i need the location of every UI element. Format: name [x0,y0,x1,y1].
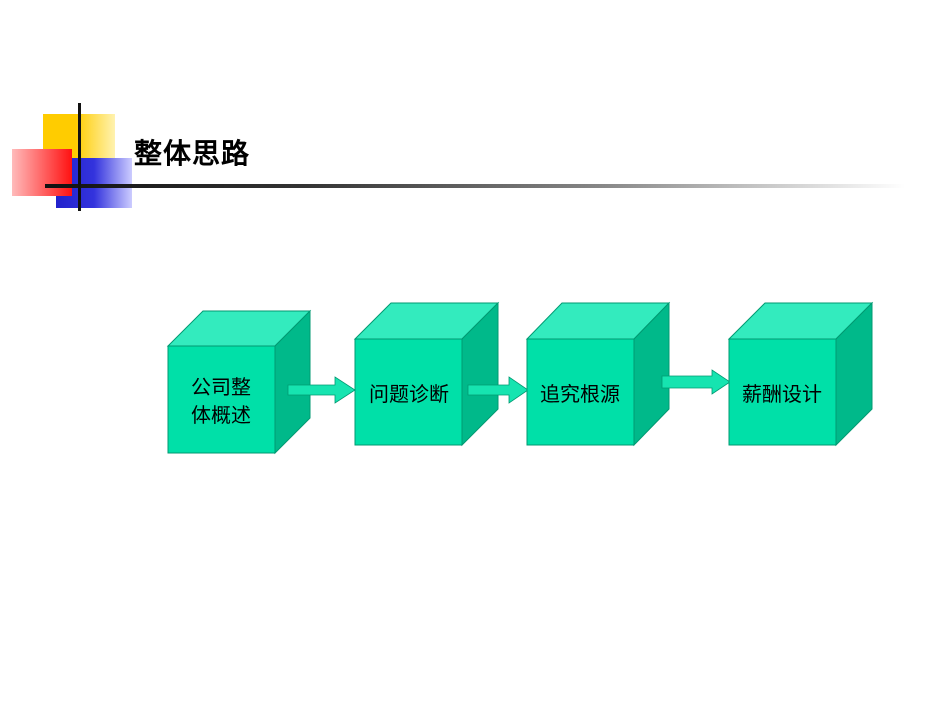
step-box-3-front [526,338,635,446]
flow-arrow-2 [467,376,529,404]
step-box-1-label-line-1: 公司整 [191,375,251,399]
flow-arrow-1 [287,376,356,404]
step-box-1-label-line-2: 体概述 [191,403,251,427]
title-underline [45,184,905,188]
step-box-1-front [167,345,276,454]
step-box-4-front [728,338,837,446]
step-box-2-front [354,338,463,446]
step-box-1: 公司整 体概述 [166,309,312,455]
step-box-3-label: 追究根源 [540,382,620,406]
step-box-4-label: 薪酬设计 [742,382,822,406]
step-box-2: 问题诊断 [353,301,500,447]
step-box-4: 薪酬设计 [727,301,874,447]
logo-red-square [12,149,72,196]
step-box-2-label: 问题诊断 [369,382,449,406]
step-box-3: 追究根源 [525,301,671,447]
logo-vertical-line [78,103,81,211]
flow-arrow-3 [661,369,731,395]
page-title: 整体思路 [134,137,251,170]
